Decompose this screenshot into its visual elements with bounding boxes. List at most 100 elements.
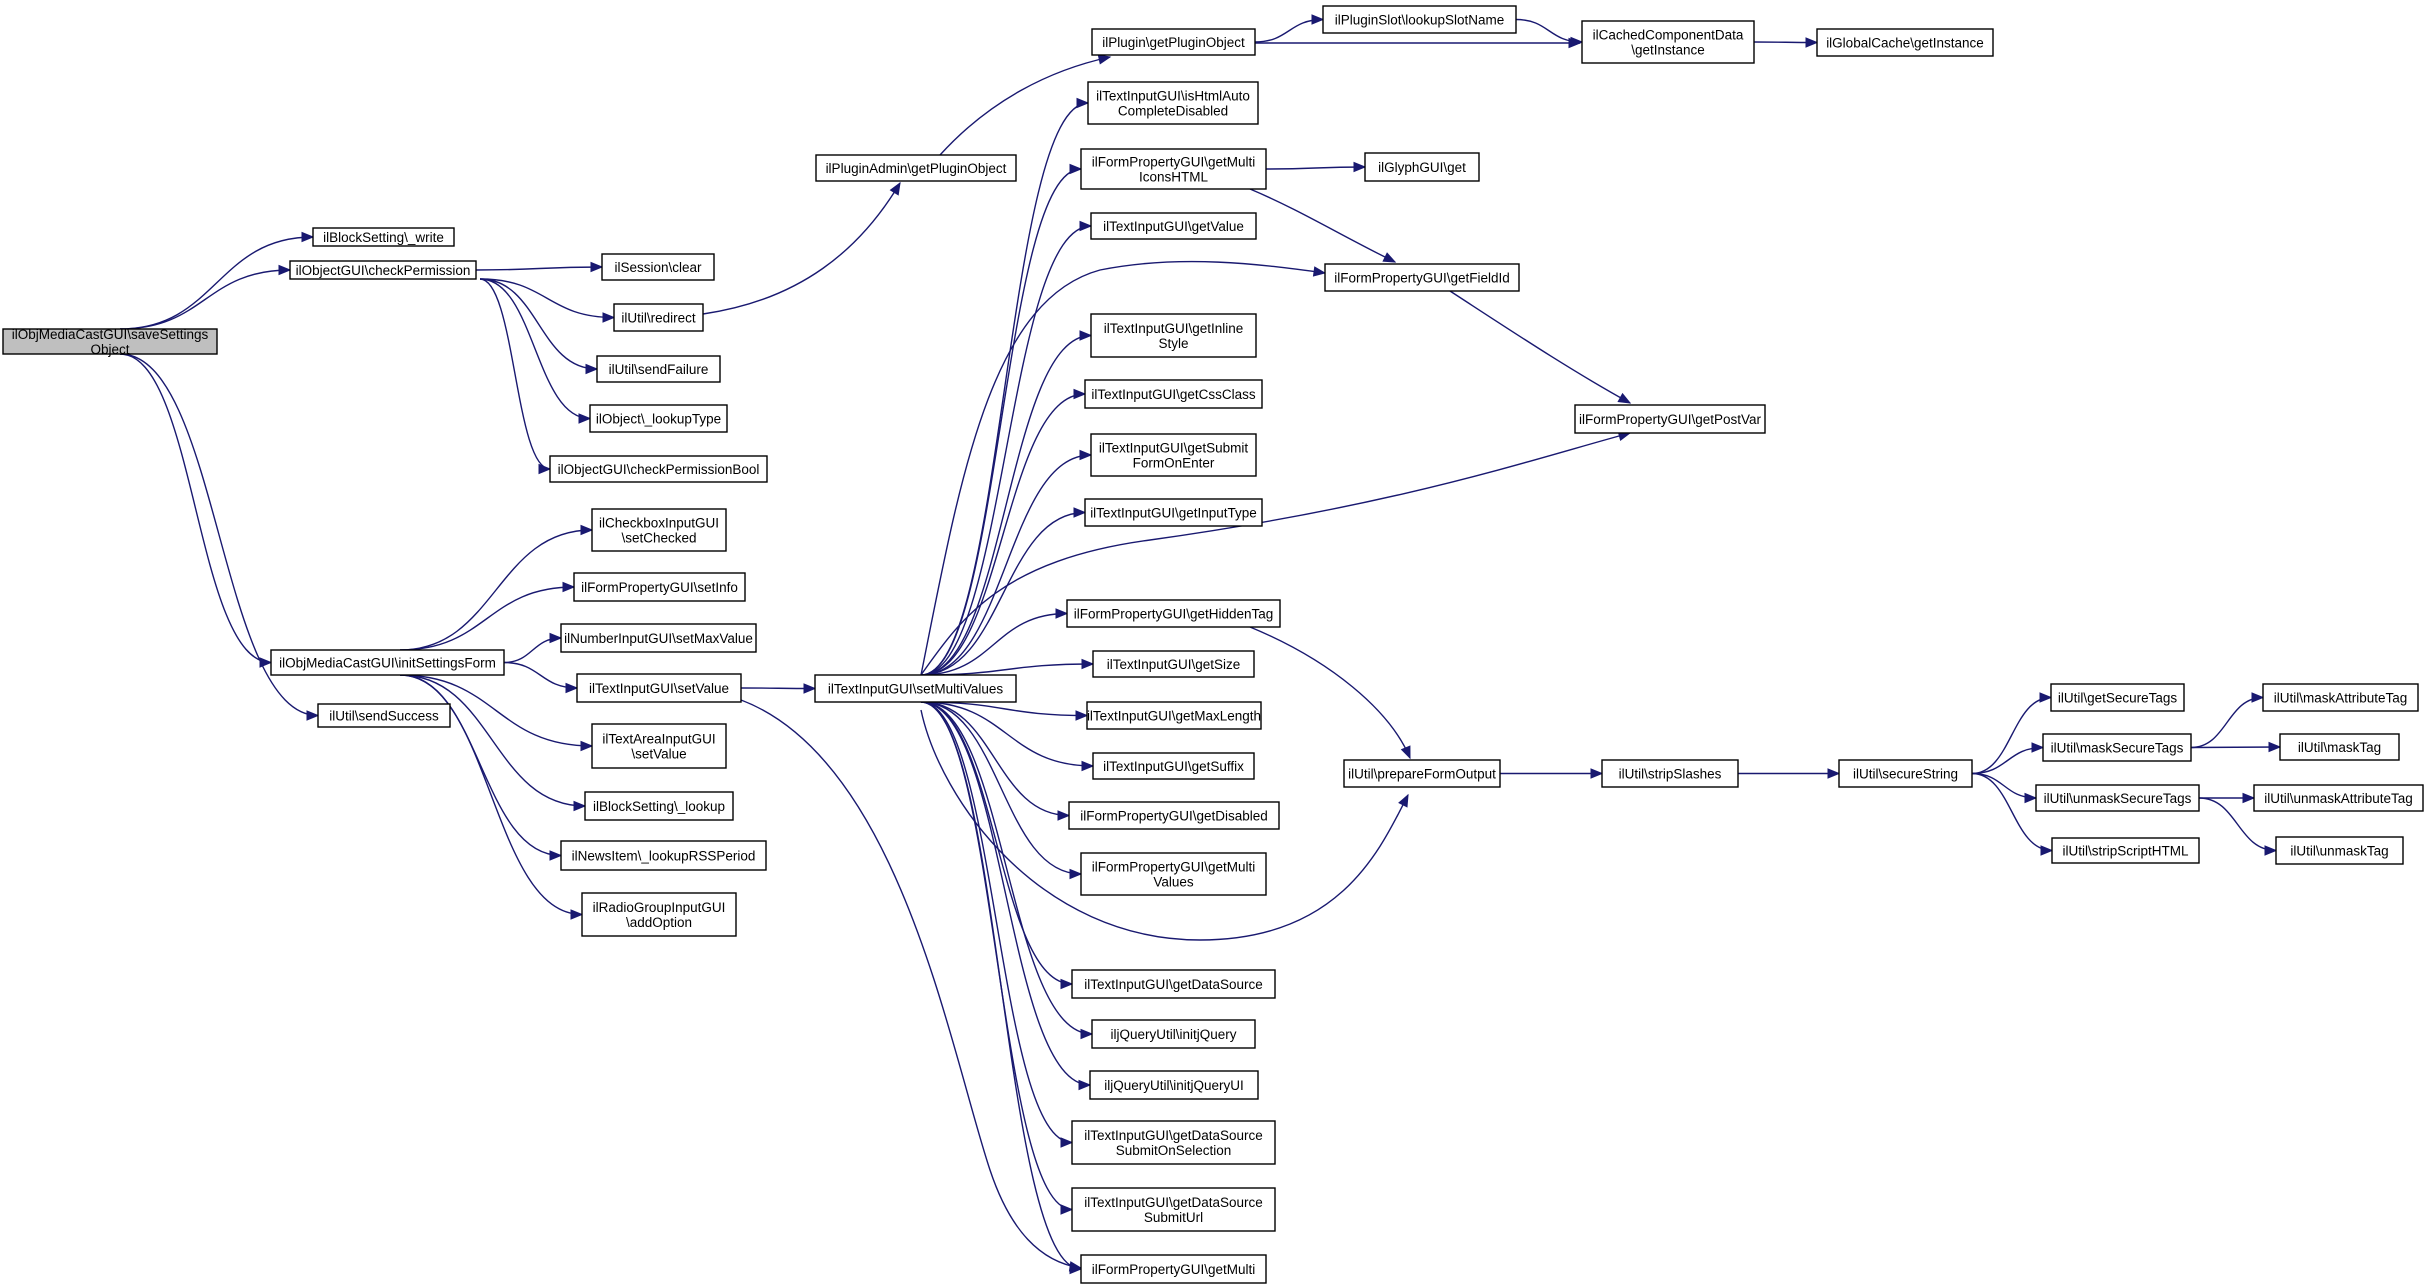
arrowhead-maskSecureTags-to-maskAttr — [2251, 692, 2265, 703]
node-stripSlashes[interactable]: ilUtil\stripSlashes — [1601, 759, 1739, 788]
node-hiddenTag[interactable]: ilFormPropertyGUI\getHiddenTag — [1066, 599, 1281, 628]
node-getSize[interactable]: ilTextInputGUI\getSize — [1092, 650, 1255, 678]
node-bs_write[interactable]: ilBlockSetting\_write — [312, 227, 455, 247]
arrowhead-root-to-bs_write — [301, 231, 315, 243]
node-unmaskSecureTags[interactable]: ilUtil\unmaskSecureTags — [2035, 784, 2200, 812]
node-checkPermission[interactable]: ilObjectGUI\checkPermission — [289, 260, 477, 280]
edge-setMultiValues-to-postVar — [920, 432, 1631, 676]
node-box — [2035, 784, 2200, 812]
node-label: ilBlockSetting\_write — [323, 230, 444, 245]
node-setMultiValues[interactable]: ilTextInputGUI\setMultiValues — [814, 674, 1017, 703]
node-rssPeriod[interactable]: ilNewsItem\_lookupRSSPeriod — [560, 840, 767, 871]
arrowhead-setMultiValues-to-dsSubmitSel — [1060, 1137, 1074, 1148]
arrowhead-initSettingsForm-to-addOption — [570, 909, 584, 920]
node-initSettingsForm[interactable]: ilObjMediaCastGUI\initSettingsForm — [270, 649, 505, 676]
arrowhead-secureString-to-getSecureTags — [2039, 692, 2053, 703]
node-label: ilFormPropertyGUI\getPostVar — [1579, 412, 1762, 427]
node-unmaskAttr[interactable]: ilUtil\unmaskAttributeTag — [2253, 784, 2424, 812]
node-getSuffix[interactable]: ilTextInputGUI\getSuffix — [1092, 752, 1255, 780]
node-getValue[interactable]: ilTextInputGUI\getValue — [1090, 212, 1257, 240]
node-pluginAdmin[interactable]: ilPluginAdmin\getPluginObject — [815, 154, 1017, 182]
edge-initSettingsForm-to-cbSetChecked — [399, 529, 593, 651]
node-dataSource[interactable]: ilTextInputGUI\getDataSource — [1071, 969, 1276, 999]
node-sendFailure[interactable]: ilUtil\sendFailure — [596, 355, 721, 383]
node-cssClass[interactable]: ilTextInputGUI\getCssClass — [1084, 379, 1263, 409]
node-postVar[interactable]: ilFormPropertyGUI\getPostVar — [1574, 404, 1766, 434]
node-cachedInst[interactable]: ilCachedComponentData\getInstance — [1581, 20, 1755, 64]
node-lookupSlot[interactable]: ilPluginSlot\lookupSlotName — [1322, 5, 1517, 34]
node-sendSuccess[interactable]: ilUtil\sendSuccess — [317, 703, 451, 728]
node-isHtmlAuto[interactable]: ilTextInputGUI\isHtmlAutoCompleteDisable… — [1087, 81, 1259, 125]
node-box — [1066, 599, 1281, 628]
node-setInfo[interactable]: ilFormPropertyGUI\setInfo — [573, 572, 746, 602]
node-label: ilObject\_lookupType — [596, 412, 721, 427]
node-maskTag[interactable]: ilUtil\maskTag — [2279, 733, 2400, 761]
node-globalCache[interactable]: ilGlobalCache\getInstance — [1816, 28, 1994, 57]
node-maxLength[interactable]: ilTextInputGUI\getMaxLength — [1086, 701, 1262, 730]
node-getMulti[interactable]: ilFormPropertyGUI\getMulti — [1080, 1254, 1267, 1284]
arrowhead-setMultiValues-to-initJQueryUI — [1078, 1079, 1092, 1091]
node-label: iljQueryUtil\initjQuery — [1110, 1027, 1236, 1042]
edge-root-to-sendSuccess — [119, 353, 319, 717]
arrowhead-setMultiValues-to-getValue — [1079, 220, 1093, 232]
edge-initSettingsForm-to-addOption — [399, 674, 583, 916]
node-label: ilUtil\maskTag — [2298, 740, 2381, 755]
node-initJQuery[interactable]: iljQueryUtil\initjQuery — [1091, 1019, 1256, 1049]
node-secureString[interactable]: ilUtil\secureString — [1838, 759, 1973, 788]
node-getDisabled[interactable]: ilFormPropertyGUI\getDisabled — [1068, 801, 1280, 830]
node-bsLookup[interactable]: ilBlockSetting\_lookup — [584, 791, 734, 821]
edge-checkPermission-to-checkPermBool — [479, 278, 551, 470]
node-addOption[interactable]: ilRadioGroupInputGUI\addOption — [581, 892, 737, 937]
node-box — [1092, 752, 1255, 780]
node-setMaxValue[interactable]: ilNumberInputGUI\setMaxValue — [560, 623, 757, 653]
edge-redirect-to-pluginAdmin — [702, 182, 901, 315]
node-prepareForm[interactable]: ilUtil\prepareFormOutput — [1343, 759, 1501, 788]
node-maskSecureTags[interactable]: ilUtil\maskSecureTags — [2042, 733, 2192, 762]
edge-initSettingsForm-to-setInfo — [399, 586, 575, 651]
node-label: FormOnEnter — [1133, 456, 1215, 471]
edge-setMultiValues-to-hiddenTag — [920, 612, 1068, 676]
node-tiSetValue[interactable]: ilTextInputGUI\setValue — [576, 673, 742, 703]
arrowhead-fieldId-to-postVar — [1617, 392, 1632, 404]
node-box — [1086, 701, 1262, 730]
arrowhead-setMultiValues-to-isHtmlAuto — [1076, 97, 1090, 109]
node-box — [1601, 759, 1739, 788]
edge-setMultiValues-to-isHtmlAuto — [920, 102, 1089, 676]
node-label: ilNewsItem\_lookupRSSPeriod — [572, 849, 756, 864]
node-dsSubmitSel[interactable]: ilTextInputGUI\getDataSourceSubmitOnSele… — [1071, 1120, 1276, 1165]
node-label: IconsHTML — [1139, 170, 1209, 185]
node-maskAttr[interactable]: ilUtil\maskAttributeTag — [2262, 683, 2419, 712]
node-box — [1089, 1070, 1259, 1100]
node-lookupType[interactable]: ilObject\_lookupType — [589, 404, 728, 433]
node-redirect[interactable]: ilUtil\redirect — [613, 303, 704, 332]
node-inputType[interactable]: ilTextInputGUI\getInputType — [1084, 498, 1263, 527]
arrowhead-pluginGetObj-to-lookupSlot — [1311, 14, 1325, 25]
edge-maskSecureTags-to-maskAttr — [2190, 696, 2264, 749]
node-taSetValue[interactable]: ilTextAreaInputGUI\setValue — [591, 723, 727, 769]
node-pluginGetObj[interactable]: ilPlugin\getPluginObject — [1091, 28, 1256, 56]
node-stripScript[interactable]: ilUtil\stripScriptHTML — [2051, 837, 2200, 864]
node-cbSetChecked[interactable]: ilCheckboxInputGUI\setChecked — [591, 508, 727, 552]
node-label: ilUtil\unmaskAttributeTag — [2264, 791, 2413, 806]
arrowhead-initSettingsForm-to-taSetValue — [580, 740, 594, 752]
node-fieldId[interactable]: ilFormPropertyGUI\getFieldId — [1324, 263, 1520, 292]
node-getSecureTags[interactable]: ilUtil\getSecureTags — [2050, 683, 2185, 712]
node-sessionClear[interactable]: ilSession\clear — [601, 253, 715, 281]
node-box — [560, 623, 757, 653]
node-label: \setChecked — [621, 531, 696, 546]
node-label: ilTextInputGUI\isHtmlAuto — [1096, 89, 1250, 104]
node-box — [2262, 683, 2419, 712]
node-initJQueryUI[interactable]: iljQueryUtil\initjQueryUI — [1089, 1070, 1259, 1100]
node-glyphGet[interactable]: ilGlyphGUI\get — [1364, 152, 1480, 182]
arrowhead-stripSlashes-to-secureString — [1827, 768, 1841, 779]
node-box — [1071, 1187, 1276, 1232]
node-unmaskTag[interactable]: ilUtil\unmaskTag — [2275, 836, 2404, 865]
node-checkPermBool[interactable]: ilObjectGUI\checkPermissionBool — [549, 455, 768, 483]
